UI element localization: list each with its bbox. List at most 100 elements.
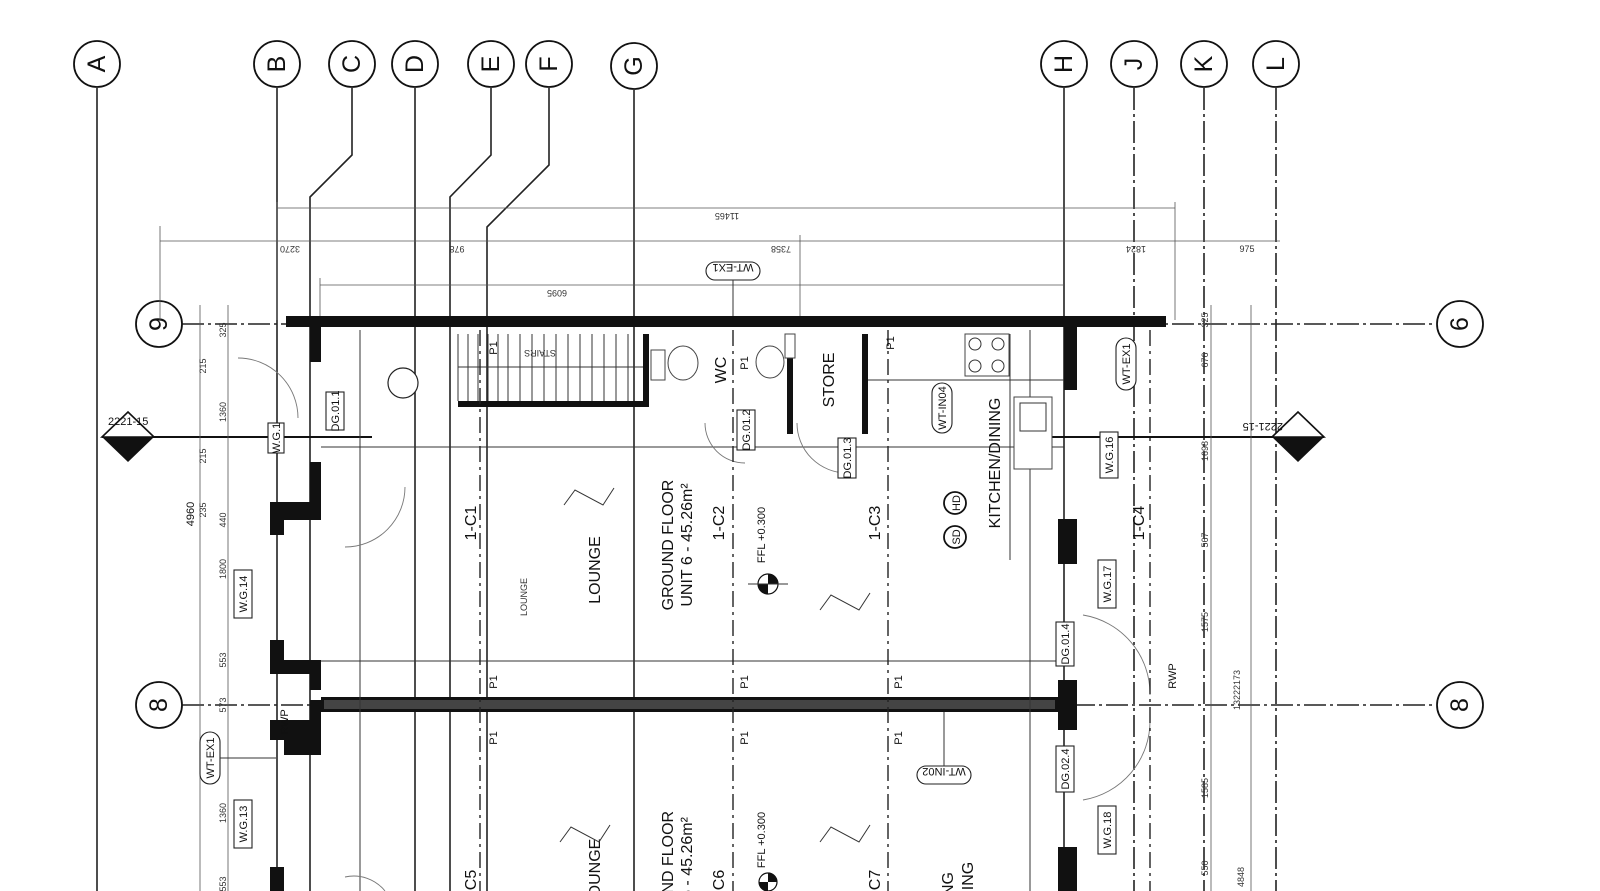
label-1-c2: 1-C2 bbox=[711, 506, 728, 541]
tag-wg-1-text: W.G.1 bbox=[271, 423, 283, 454]
dim-left-573: 573 bbox=[218, 697, 228, 712]
label-1-c4: 1-C4 bbox=[1131, 506, 1148, 541]
dim-1824: 1824 bbox=[1126, 244, 1146, 254]
grid-bubble-L: L bbox=[1252, 40, 1300, 88]
room-ffl-2: FFL +0.300 bbox=[756, 812, 768, 868]
level-datum-icon-2 bbox=[758, 872, 778, 891]
tag-wg-18-text: W.G.18 bbox=[1102, 812, 1114, 849]
tag-dg-01-2: DG.01.2 bbox=[736, 409, 756, 451]
tag-dg-01-1-text: DG.01.1 bbox=[330, 391, 342, 432]
room-lounge-small: LOUNGE bbox=[519, 578, 529, 616]
tag-dg-01-3: DG.01.3 bbox=[837, 437, 857, 479]
tag-wg-18: W.G.18 bbox=[1097, 805, 1117, 855]
tag-wt-in02-text: WT-IN02 bbox=[922, 765, 965, 777]
label-p1-d: P1 bbox=[488, 675, 500, 688]
centre-lines bbox=[479, 330, 1151, 891]
dim-right-13222173: 13222173 bbox=[1232, 670, 1242, 710]
label-c6: C6 bbox=[711, 870, 728, 891]
grid-bubble-C: C bbox=[328, 40, 376, 88]
tag-wt-in02: WT-IN02 bbox=[916, 712, 972, 785]
label-rwp-left: RWP bbox=[279, 709, 291, 734]
grid-label-L: L bbox=[1262, 57, 1290, 71]
room-ground-floor-2: UND FLOOR bbox=[660, 811, 677, 891]
heat-detector-icon: HD bbox=[943, 491, 967, 515]
internal-walls: STAIRS bbox=[321, 330, 1064, 891]
dim-left-553a: 553 bbox=[218, 652, 228, 667]
label-c5: C5 bbox=[463, 870, 480, 891]
room-kitchen-2a: NG bbox=[940, 872, 957, 891]
dim-left-1800: 1800 bbox=[218, 559, 228, 579]
tag-dg-01-1: DG.01.1 bbox=[325, 391, 345, 432]
label-p1-g: P1 bbox=[488, 731, 500, 744]
grid-label-8-left: 8 bbox=[145, 698, 173, 712]
grid-label-D: D bbox=[401, 55, 429, 73]
grid-label-8-right: 8 bbox=[1446, 698, 1474, 712]
grid-bubble-8-left: 8 bbox=[135, 681, 183, 729]
smoke-detector-label: SD bbox=[951, 529, 963, 544]
bathroom-fittings bbox=[650, 333, 796, 381]
section-marker-left: 2221-15 bbox=[100, 410, 372, 462]
dim-overall: 11465 bbox=[715, 211, 739, 221]
kitchen-fittings bbox=[868, 333, 1064, 560]
room-ffl: FFL +0.300 bbox=[756, 507, 768, 563]
grid-bubble-H: H bbox=[1040, 40, 1088, 88]
grid-bubble-D: D bbox=[391, 40, 439, 88]
dim-right-1575: 1575 bbox=[1200, 612, 1210, 632]
dim-right-567: 567 bbox=[1200, 532, 1210, 547]
section-label-right: 2221-15 bbox=[1243, 420, 1283, 432]
level-datum-icon bbox=[748, 573, 788, 595]
grid-bubble-6: 6 bbox=[1436, 300, 1484, 348]
tag-wt-in04: WT-IN04 bbox=[931, 382, 953, 434]
grid-label-G: G bbox=[620, 56, 648, 75]
label-c7: C7 bbox=[867, 870, 884, 891]
tag-wt-ex1-top: WT-EX1 bbox=[705, 261, 761, 316]
heat-detector-label: HD bbox=[951, 495, 963, 511]
dim-left-440: 440 bbox=[218, 512, 228, 527]
tag-wg-16: W.G.16 bbox=[1099, 431, 1119, 479]
dim-right-676: 676 bbox=[1200, 352, 1210, 367]
room-store: STORE bbox=[821, 353, 838, 408]
column-labels: 1-C1 1-C2 1-C3 1-C4 C5 C6 C7 P1 P1 P1 P1… bbox=[279, 336, 1179, 890]
dim-3270: 3270 bbox=[280, 244, 300, 254]
dim-right-1698: 1698 bbox=[1200, 441, 1210, 461]
grid-label-K: K bbox=[1190, 55, 1218, 72]
grid-bubble-8-right: 8 bbox=[1436, 681, 1484, 729]
tag-wg-1: W.G.1 bbox=[267, 422, 285, 454]
tag-wg-14-text: W.G.14 bbox=[238, 576, 250, 613]
grid-label-A: A bbox=[83, 55, 111, 72]
room-unit-area: UNIT 6 - 45.26m² bbox=[679, 483, 696, 607]
room-lounge: LOUNGE bbox=[587, 536, 604, 604]
dim-right-4848: 4848 bbox=[1236, 867, 1246, 887]
boiler-icon bbox=[387, 367, 419, 399]
tag-wt-ex1-right: WT-EX1 bbox=[1115, 337, 1137, 391]
dim-left-4960: 4960 bbox=[185, 502, 197, 526]
label-p1-c: P1 bbox=[885, 336, 897, 349]
smoke-detector-icon: SD bbox=[943, 525, 967, 549]
dim-975: 975 bbox=[1239, 244, 1254, 254]
grid-lines bbox=[96, 88, 1436, 891]
tag-wt-ex1-left-text: WT-EX1 bbox=[205, 738, 217, 779]
tag-wg-14: W.G.14 bbox=[233, 569, 253, 619]
label-p1-e: P1 bbox=[739, 675, 751, 688]
grid-label-9: 9 bbox=[145, 317, 173, 331]
dim-left-553b: 553 bbox=[218, 876, 228, 891]
grid-label-6: 6 bbox=[1446, 317, 1474, 331]
grid-bubble-J: J bbox=[1110, 40, 1158, 88]
grid-label-J: J bbox=[1120, 58, 1148, 71]
external-walls bbox=[270, 316, 1166, 891]
grid-bubble-A: A bbox=[73, 40, 121, 88]
dim-left-1360b: 1360 bbox=[218, 803, 228, 823]
tag-wt-ex1-left: WT-EX1 bbox=[199, 731, 276, 785]
grid-bubble-G: G bbox=[610, 42, 658, 90]
label-1-c1: 1-C1 bbox=[463, 506, 480, 541]
label-p1-h: P1 bbox=[739, 731, 751, 744]
tag-wt-ex1-right-text: WT-EX1 bbox=[1121, 344, 1133, 385]
dim-left-215a: 215 bbox=[198, 358, 208, 373]
grid-bubble-B: B bbox=[253, 40, 301, 88]
tag-wg-17: W.G.17 bbox=[1097, 559, 1117, 609]
tag-wg-16-text: W.G.16 bbox=[1104, 437, 1116, 474]
grid-label-B: B bbox=[263, 56, 291, 73]
dim-978: 978 bbox=[449, 244, 464, 254]
room-unit-area-2: 5 - 45.26m² bbox=[679, 816, 696, 891]
